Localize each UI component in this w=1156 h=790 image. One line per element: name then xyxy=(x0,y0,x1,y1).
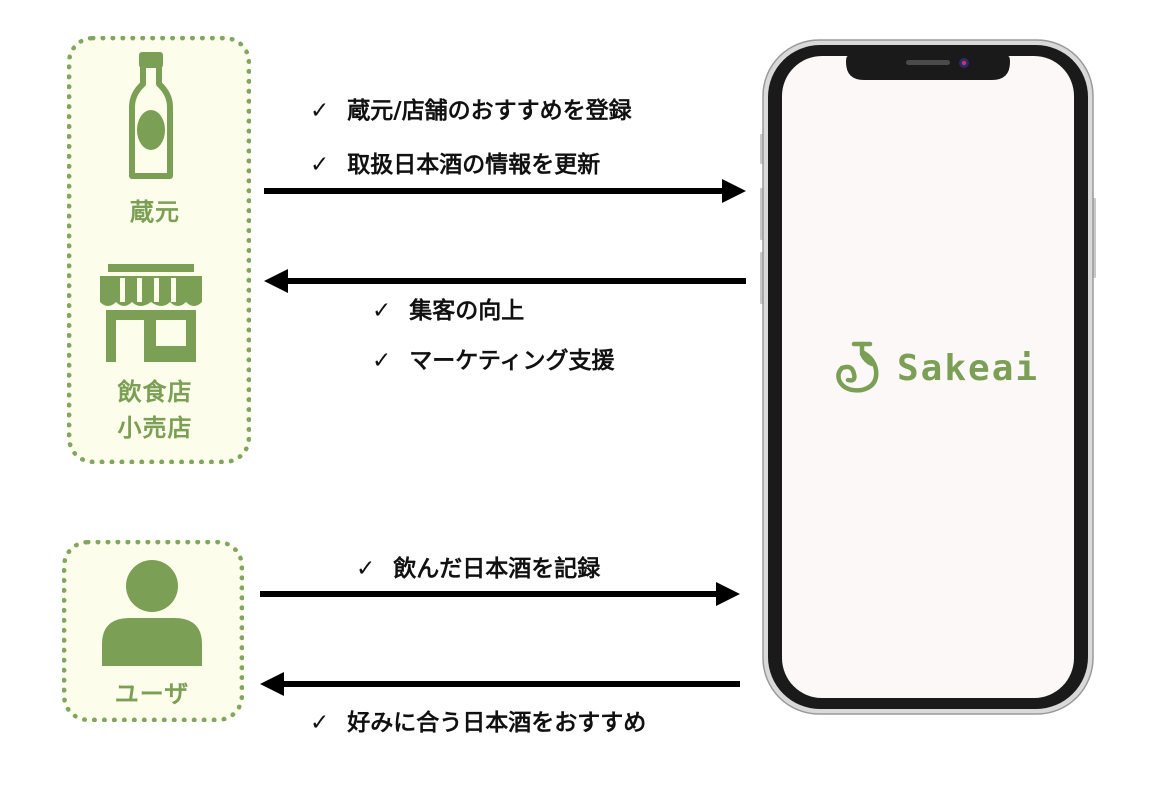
producer-panel xyxy=(67,36,251,464)
restaurant-label-line1: 飲食店 xyxy=(117,378,193,406)
storefront-icon xyxy=(100,264,202,362)
msg-update-sake-info: ✓ 取扱日本酒の情報を更新 xyxy=(310,150,600,180)
person-icon xyxy=(102,560,202,666)
brewery-label: 蔵元 xyxy=(130,198,180,226)
check-icon: ✓ xyxy=(372,348,392,374)
msg-text: マーケティング支援 xyxy=(409,348,615,374)
sakeai-logo-icon xyxy=(836,341,879,393)
arrow-to-app-user xyxy=(260,582,740,606)
msg-text: 蔵元/店舗のおすすめを登録 xyxy=(347,98,632,124)
msg-record-sake: ✓ 飲んだ日本酒を記録 xyxy=(356,554,600,584)
check-icon: ✓ xyxy=(310,710,330,736)
msg-register-recommendation: ✓ 蔵元/店舗のおすすめを登録 xyxy=(310,96,632,126)
user-label: ユーザ xyxy=(114,680,190,708)
arrow-from-app-top xyxy=(264,269,746,293)
msg-customer-attraction: ✓ 集客の向上 xyxy=(372,296,524,326)
msg-text: 飲んだ日本酒を記録 xyxy=(393,556,601,582)
msg-text: 好みに合う日本酒をおすすめ xyxy=(347,710,647,736)
check-icon: ✓ xyxy=(356,556,376,582)
arrow-to-app-top xyxy=(264,179,746,203)
app-logo-text: Sakeai xyxy=(897,348,1040,389)
msg-marketing-support: ✓ マーケティング支援 xyxy=(372,346,614,376)
restaurant-label: 飲食店 小売店 xyxy=(90,374,220,446)
arrow-from-app-user xyxy=(260,672,740,696)
msg-text: 集客の向上 xyxy=(409,298,525,324)
sake-bottle-icon xyxy=(129,52,173,179)
check-icon: ✓ xyxy=(310,98,330,124)
check-icon: ✓ xyxy=(372,298,392,324)
msg-text: 取扱日本酒の情報を更新 xyxy=(347,152,601,178)
restaurant-label-line2: 小売店 xyxy=(117,414,193,442)
msg-recommend-sake: ✓ 好みに合う日本酒をおすすめ xyxy=(310,708,646,738)
check-icon: ✓ xyxy=(310,152,330,178)
smartphone xyxy=(760,39,1096,715)
